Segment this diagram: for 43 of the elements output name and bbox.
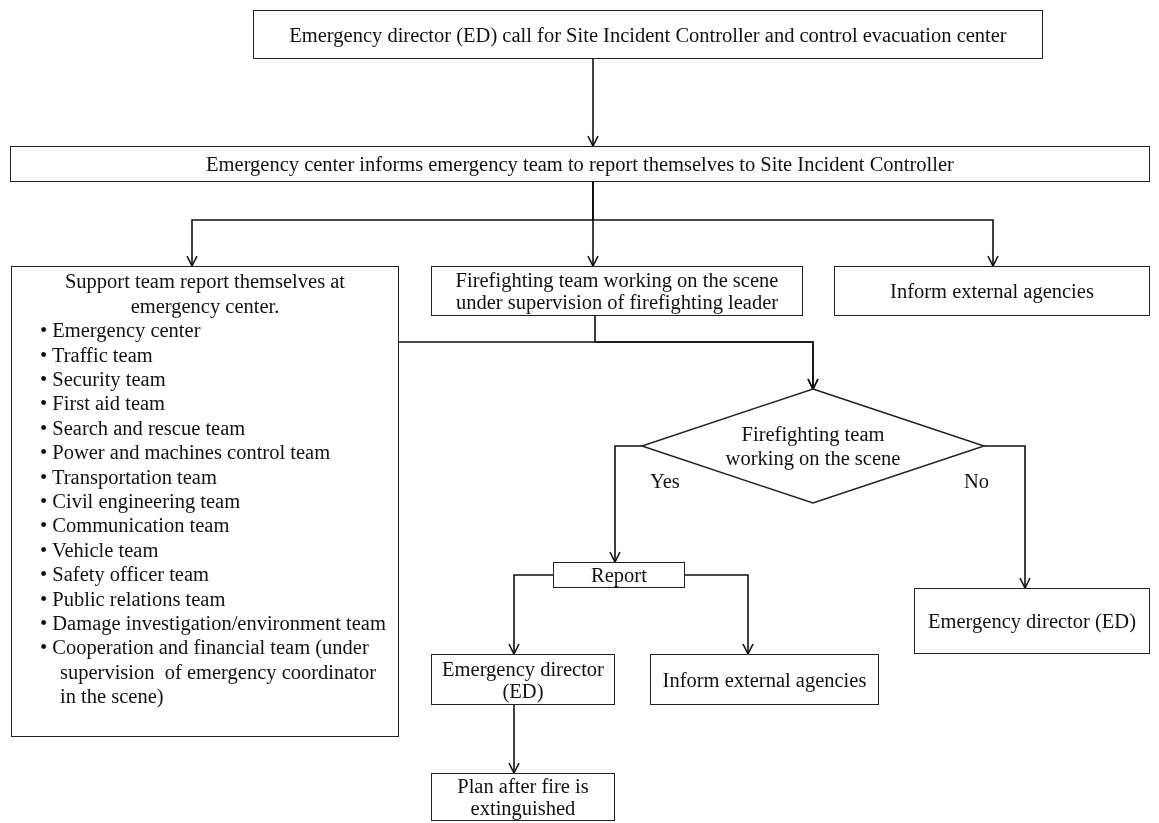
box-text: Plan after fire is extinguished <box>456 775 590 819</box>
arrow <box>592 181 999 267</box>
box-heading: Support team report themselves at emergency center. <box>63 269 347 319</box>
process-box <box>553 562 685 588</box>
process-box <box>431 773 615 821</box>
list-item: • Public relations team <box>40 586 227 612</box>
process-box <box>10 146 1150 182</box>
process-box <box>431 266 803 316</box>
list-item: • Emergency center <box>40 318 202 343</box>
process-box <box>650 654 879 705</box>
list-item: • Vehicle team <box>40 537 160 563</box>
box-text: Emergency director (ED) <box>928 610 1136 632</box>
list-item: • Cooperation and financial team (under supervision of emergency coordinator in the scene) <box>40 635 378 709</box>
list-item: • Safety officer team <box>40 562 210 587</box>
box-text: Emergency director (ED) call for Site Incident Controller and control evacuation center <box>289 23 1007 46</box>
process-box <box>253 10 1043 59</box>
list-item: • Civil engineering team <box>40 489 242 514</box>
list-item: • Transportation team <box>40 464 218 490</box>
process-box <box>431 654 615 705</box>
box-text: Report <box>591 564 647 586</box>
process-box <box>11 266 399 737</box>
list-item: • Communication team <box>40 513 231 538</box>
box-text: Firefighting team working on the scene under supervision of firefighting leader <box>454 269 780 313</box>
decision-text: Firefighting team working on the scene <box>724 422 902 470</box>
box-text: Emergency center informs emergency team to report themselves to Site Incident Controller <box>206 153 954 175</box>
list-item: • Search and rescue team <box>40 415 247 441</box>
arrow <box>983 445 1031 589</box>
box-text: Inform external agencies <box>890 280 1094 302</box>
arrow <box>609 445 643 563</box>
list-item: • Damage investigation/environment team <box>40 611 387 636</box>
list-item: • Power and machines control team <box>40 440 332 465</box>
box-text: Inform external agencies <box>662 668 867 691</box>
arrow <box>508 574 554 655</box>
process-box <box>834 266 1150 316</box>
arrow <box>684 574 754 655</box>
box-text: Emergency director (ED) <box>441 657 605 702</box>
arrow <box>594 315 819 390</box>
list-item: • Security team <box>40 367 167 392</box>
list-item: • First aid team <box>40 391 167 416</box>
process-box <box>914 588 1150 654</box>
arrow <box>508 704 520 774</box>
list-item: • Traffic team <box>40 342 154 367</box>
arrow <box>587 58 599 147</box>
